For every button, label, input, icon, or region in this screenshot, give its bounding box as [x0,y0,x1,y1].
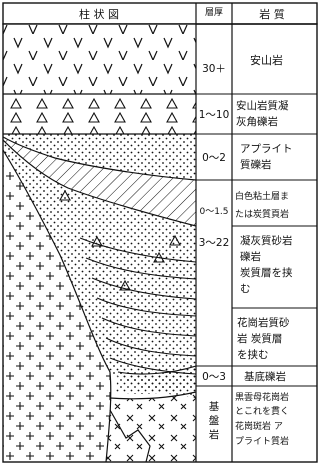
lith-tuff-breccia-1: 安山岩質凝 [236,99,289,112]
lith-basal-conglomerate: 基底礫岩 [244,370,286,383]
lith-tuff-breccia-2: 灰角礫岩 [236,115,278,128]
table-grid [2,23,318,463]
thickness-basement: 基 盤 岩 [209,400,220,441]
sandstone-layers [3,140,196,398]
lith-granitic-sandstone-2: 岩 炭質層 [237,332,282,345]
lith-basement-2: とこれを貫く [235,406,289,417]
lith-tuff-sandstone-2: 礫岩 [240,250,261,263]
thickness-andesite: 30＋ [202,63,226,75]
header-thickness: 層厚 [205,7,223,18]
clay-shale-layer [3,137,196,226]
thickness-basal-conglomerate: 0～3 [202,371,226,383]
tuff-breccia-layer [3,94,196,134]
thickness-clay-shale: 0～1.5 [199,207,228,217]
lith-basement-3: 花崗斑岩 ア [235,420,283,432]
lith-clay-2: たは炭質頁岩 [235,208,289,220]
thickness-basement-char-3: 岩 [209,428,220,441]
lith-granitic-sandstone-3: を挟む [237,348,269,361]
lith-aplite-1: アプライト [240,143,293,155]
andesite-layer [3,24,196,94]
aplite-conglomerate-layer [3,134,196,180]
lith-tuff-sandstone-4: む [240,283,251,295]
thickness-basement-char-2: 盤 [209,414,220,427]
header-lithology: 岩 質 [259,7,285,21]
lith-clay-1: 白色粘土層ま [235,190,289,202]
lith-tuff-sandstone-1: 凝灰質砂岩 [240,234,293,247]
lith-basement-4: プライト質岩 [235,435,289,447]
basement-porphyry [106,392,196,462]
thickness-tuff-breccia: 1～10 [199,109,230,121]
lith-basement-1: 黒雲母花崗岩 [235,391,289,403]
lith-andesite: 安山岩 [250,53,283,67]
thickness-aplite-conglomerate: 0～2 [202,152,226,164]
thickness-sandstone: 3～22 [199,237,230,249]
basement-granite [3,150,111,462]
lith-aplite-2: 質礫岩 [240,158,272,171]
thickness-basement-char-1: 基 [209,400,220,413]
header-column-diagram: 柱 状 図 [79,7,119,21]
basal-conglomerate-layer [116,366,196,394]
lith-granitic-sandstone-1: 花崗岩質砂 [237,316,290,329]
column-diagram [3,24,196,462]
lith-tuff-sandstone-3: 炭質層を挟 [240,266,293,279]
